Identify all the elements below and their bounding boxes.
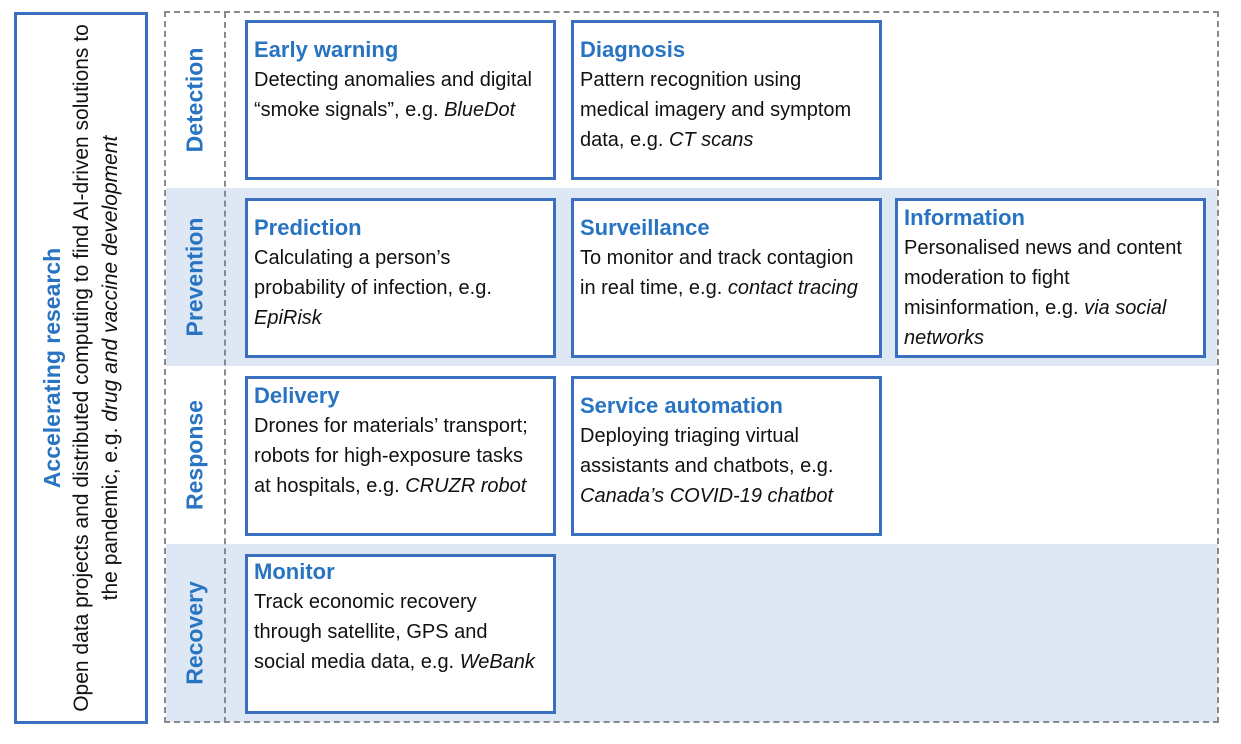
dashed-divider xyxy=(224,12,226,723)
card-title: Prediction xyxy=(254,215,362,240)
card-example: EpiRisk xyxy=(254,307,322,329)
accelerating-research-title: Accelerating research xyxy=(39,247,65,489)
card-information: Information Personalised news and conten… xyxy=(895,198,1206,358)
card-title: Service automation xyxy=(580,393,783,418)
card-example: CRUZR robot xyxy=(405,475,527,497)
accelerating-research-panel: Accelerating research Open data projects… xyxy=(14,12,148,724)
card-body: Track economic recovery through satellit… xyxy=(254,591,535,673)
card-example: BlueDot xyxy=(444,99,516,121)
row-label-response: Response xyxy=(181,400,208,510)
card-title: Diagnosis xyxy=(580,37,686,62)
card-body: Pattern recognition using medical imager… xyxy=(580,69,852,151)
card-prediction: Prediction Calculating a person’s probab… xyxy=(245,198,556,358)
accelerating-research-example: drug and vaccine development xyxy=(99,135,122,422)
card-title: Information xyxy=(904,205,1025,230)
card-title: Delivery xyxy=(254,383,340,408)
card-delivery: Delivery Drones for materials’ transport… xyxy=(245,376,556,536)
card-title: Early warning xyxy=(254,37,399,62)
accelerating-research-body: Open data projects and distributed compu… xyxy=(67,23,125,713)
card-body: Personalised news and content moderation… xyxy=(904,237,1182,349)
card-service-automation: Service automation Deploying triaging vi… xyxy=(571,376,882,536)
card-title: Surveillance xyxy=(580,215,710,240)
dashed-frame xyxy=(164,11,1219,723)
card-body: Drones for materials’ transport; robots … xyxy=(254,415,528,497)
card-example: via social networks xyxy=(904,297,1167,349)
row-label-recovery: Recovery xyxy=(181,581,208,685)
card-example: CT scans xyxy=(668,129,754,151)
card-early-warning: Early warning Detecting anomalies and di… xyxy=(245,20,556,180)
card-example: WeBank xyxy=(459,651,535,673)
card-diagnosis: Diagnosis Pattern recognition using medi… xyxy=(571,20,882,180)
card-body: Detecting anomalies and digital “smoke s… xyxy=(254,69,532,121)
card-example: Canada’s COVID-19 chatbot xyxy=(580,485,834,507)
card-example: contact tracing xyxy=(727,277,858,299)
card-body: Calculating a person’s probability of in… xyxy=(254,247,492,329)
row-label-detection: Detection xyxy=(181,47,208,153)
row-label-prevention: Prevention xyxy=(181,217,208,337)
card-surveillance: Surveillance To monitor and track contag… xyxy=(571,198,882,358)
card-body: To monitor and track contagion in real t… xyxy=(580,247,858,299)
card-monitor: Monitor Track economic recovery through … xyxy=(245,554,556,714)
card-title: Monitor xyxy=(254,559,335,584)
accelerating-research-content: Accelerating research Open data projects… xyxy=(37,23,125,713)
card-body: Deploying triaging virtual assistants an… xyxy=(580,425,834,507)
